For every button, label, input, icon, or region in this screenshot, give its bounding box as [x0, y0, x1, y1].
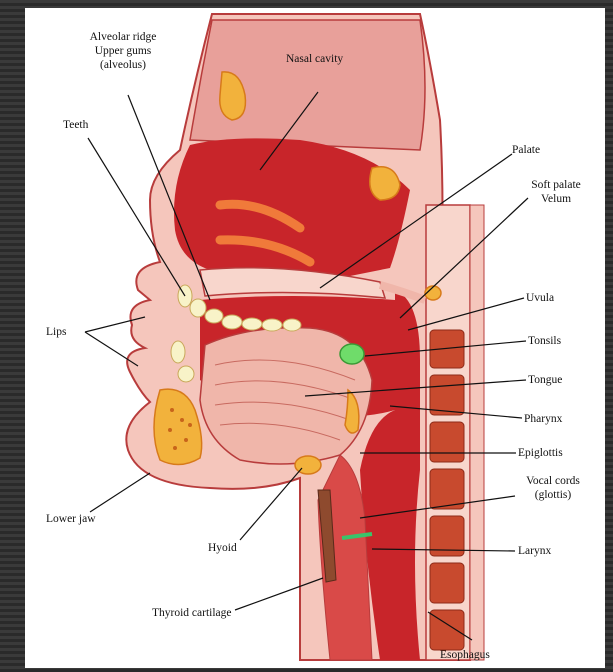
label-soft-palate: Soft palate Velum: [516, 178, 596, 206]
label-larynx: Larynx: [518, 544, 551, 558]
label-teeth: Teeth: [63, 118, 88, 132]
label-nasal-cavity: Nasal cavity: [286, 52, 343, 66]
label-thyroid-cartilage: Thyroid cartilage: [152, 606, 232, 620]
label-soft-palate-line2: Velum: [516, 192, 596, 206]
tonsil-shape: [340, 344, 364, 364]
label-epiglottis: Epiglottis: [518, 446, 563, 460]
label-alveolar-line2: Upper gums: [68, 44, 178, 58]
label-alveolar-line3: (alveolus): [68, 58, 178, 72]
label-pharynx: Pharynx: [524, 412, 562, 426]
label-lips: Lips: [46, 325, 66, 339]
label-alveolar-ridge: Alveolar ridge Upper gums (alveolus): [68, 30, 178, 72]
label-vocal-cords-line2: (glottis): [508, 488, 598, 502]
label-tongue: Tongue: [528, 373, 562, 387]
label-vocal-cords: Vocal cords (glottis): [508, 474, 598, 502]
label-lower-jaw: Lower jaw: [46, 512, 96, 526]
label-soft-palate-line1: Soft palate: [516, 178, 596, 192]
label-alveolar-line1: Alveolar ridge: [68, 30, 178, 44]
label-hyoid: Hyoid: [208, 541, 237, 555]
label-uvula: Uvula: [526, 291, 554, 305]
label-esophagus: Esophagus: [440, 648, 490, 662]
spinal-cord: [470, 205, 484, 660]
label-tonsils: Tonsils: [528, 334, 561, 348]
label-vocal-cords-line1: Vocal cords: [508, 474, 598, 488]
label-palate: Palate: [512, 143, 540, 157]
